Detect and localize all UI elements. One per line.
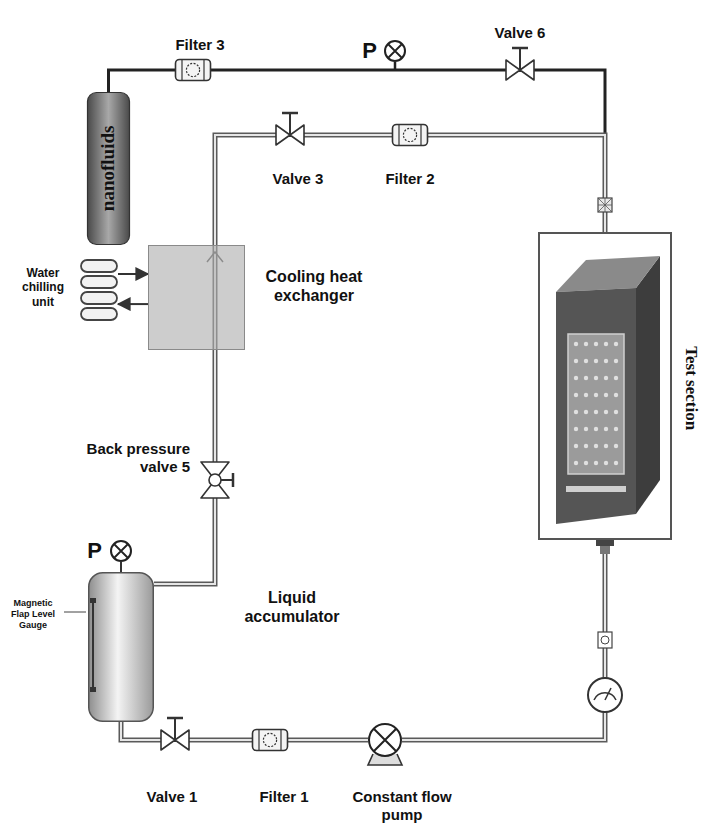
flowmeter — [588, 678, 622, 712]
pipe — [215, 135, 276, 245]
component-label: Filter 3 — [175, 36, 224, 54]
liquid-accumulator: Liquid accumulator — [88, 572, 154, 722]
pipe — [121, 722, 161, 740]
valve-symbol — [161, 730, 189, 750]
pipe-coupler — [596, 540, 614, 554]
filter: Filter 1 — [252, 729, 288, 751]
nanofluid-tank: nanofluids — [87, 92, 130, 245]
pump-symbol — [368, 723, 402, 757]
pipe — [118, 274, 148, 275]
component-label: Valve 6 — [495, 24, 546, 42]
back-pressure-valve-symbol — [199, 462, 231, 498]
pipe — [154, 498, 215, 584]
valve: Valve 6 — [506, 60, 534, 80]
pipe — [304, 135, 392, 136]
component-label: Filter 2 — [385, 170, 434, 188]
pipe — [428, 135, 605, 232]
pump: Constant flow pump — [368, 723, 402, 757]
pipe — [211, 70, 506, 71]
pipe — [118, 304, 148, 305]
component-label: Constant flow pump — [340, 788, 465, 824]
component-label: Test section — [681, 346, 701, 430]
pressure-gauge-symbol — [384, 40, 406, 62]
component-label: P — [87, 538, 102, 564]
valve-symbol — [506, 60, 534, 80]
component-label: Back pressure valve 5 — [68, 440, 190, 476]
gauge-stem — [394, 62, 397, 70]
pressure-gauge: P — [384, 40, 406, 62]
pipe — [189, 740, 252, 741]
back-pressure-valve: Back pressure valve 5 — [199, 462, 231, 498]
component-label: Liquid accumulator — [236, 588, 348, 626]
pipe — [534, 70, 605, 232]
pipe — [288, 740, 368, 741]
component-label: Water chilling unit — [14, 266, 72, 309]
pressure-gauge: P — [110, 540, 132, 562]
pressure-gauge-symbol — [110, 540, 132, 562]
liquid-accumulator-symbol — [88, 572, 154, 722]
pipe — [121, 562, 122, 572]
valve: Valve 1 — [161, 730, 189, 750]
inline-filter — [598, 632, 612, 648]
heat-exchanger: Cooling heat exchanger — [148, 245, 245, 350]
filter: Filter 2 — [392, 124, 428, 146]
pipe — [215, 350, 216, 462]
valve-symbol — [276, 125, 304, 145]
component-label: Cooling heat exchanger — [253, 267, 375, 305]
pipe — [402, 540, 605, 740]
mesh-filter — [598, 198, 612, 212]
water-chiller-coil-symbol — [80, 258, 118, 322]
component-label: P — [362, 38, 377, 64]
component-label: Filter 1 — [259, 788, 308, 806]
pipe — [109, 70, 176, 92]
filter-symbol — [252, 729, 288, 751]
water-chiller-coil: Water chilling unit — [80, 258, 118, 322]
component-label: nanofluids — [97, 126, 120, 212]
component-label: Valve 1 — [147, 788, 198, 806]
test-section: Test section — [538, 232, 672, 540]
filter-symbol — [392, 124, 428, 146]
filter-symbol — [175, 59, 211, 81]
leader-line — [64, 612, 86, 613]
filter: Filter 3 — [175, 59, 211, 81]
component-label: Valve 3 — [273, 170, 324, 188]
part-label: Magnetic Flap Level Gauge — [6, 598, 60, 630]
test-section-symbol — [540, 234, 670, 538]
valve: Valve 3 — [276, 125, 304, 145]
